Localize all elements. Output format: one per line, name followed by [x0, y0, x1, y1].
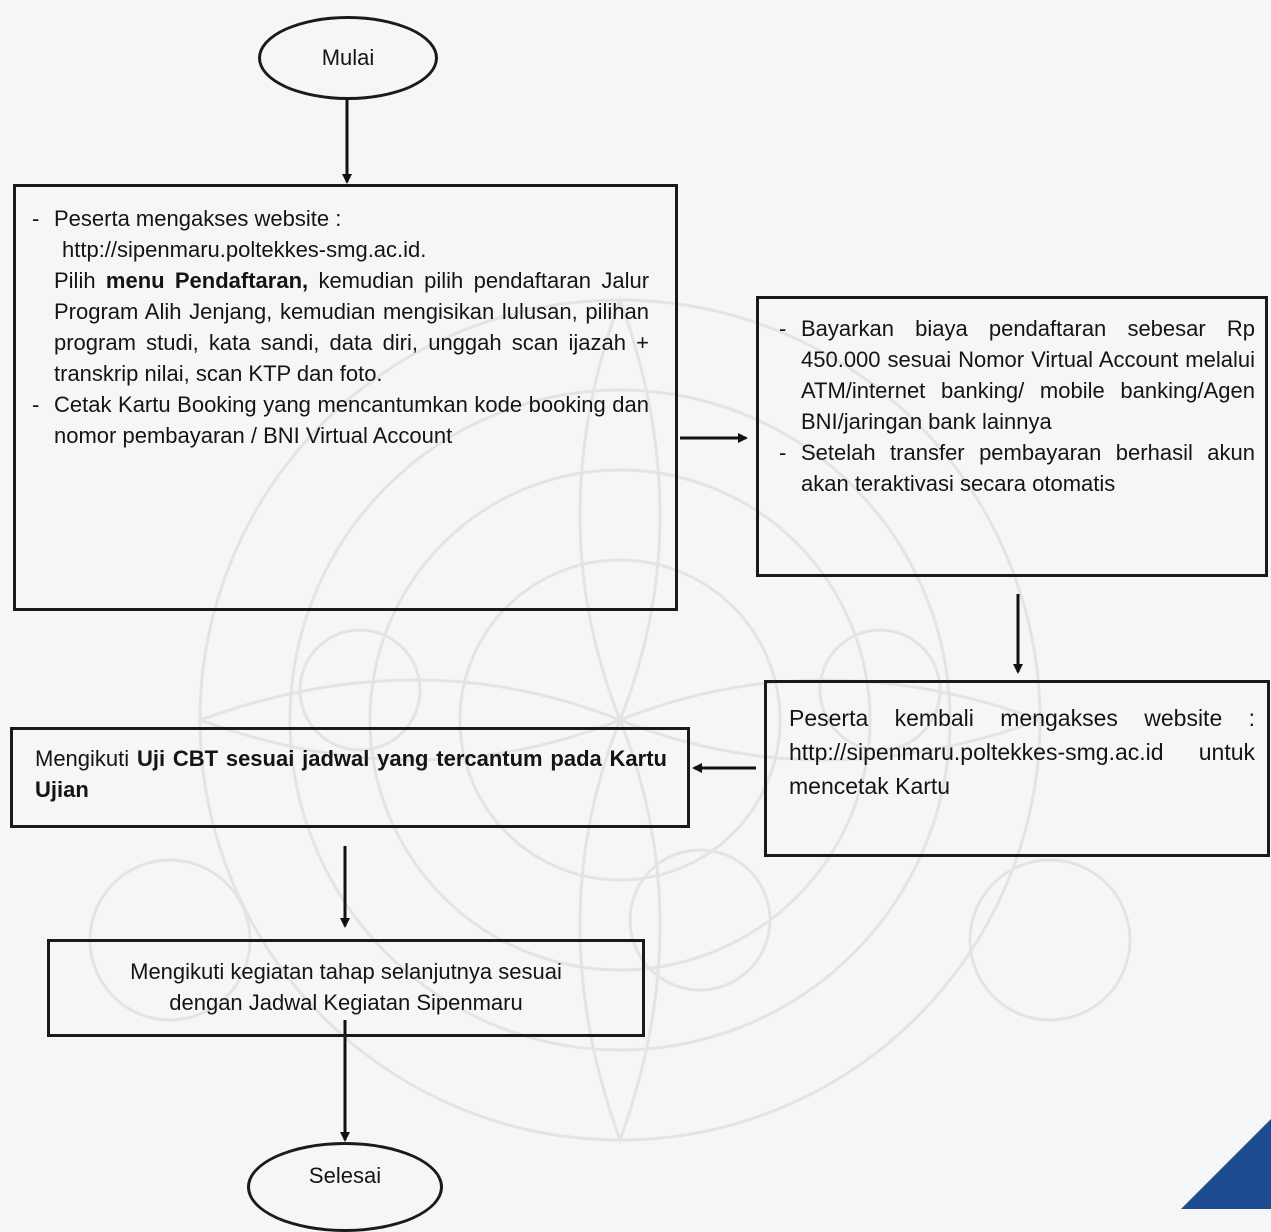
step-register-bullet2: Cetak Kartu Booking yang mencantumkan ko…: [54, 392, 649, 448]
step-cbt-bold: Uji CBT sesuai jadwal yang tercantum pad…: [35, 746, 667, 802]
step-register-pre: Pilih: [54, 268, 106, 293]
step-payment-bullet1: Bayarkan biaya pendaftaran sebesar Rp 45…: [801, 316, 1255, 434]
step-payment-box: -Bayarkan biaya pendaftaran sebesar Rp 4…: [756, 296, 1268, 577]
step-next-activity-line2: dengan Jadwal Kegiatan Sipenmaru: [169, 990, 523, 1015]
step-cbt-box: Mengikuti Uji CBT sesuai jadwal yang ter…: [10, 727, 690, 828]
step-register-rest: kemudian pilih pendaftaran Jalur Program…: [54, 268, 650, 386]
step-next-activity-box: Mengikuti kegiatan tahap selanjutnya ses…: [47, 939, 645, 1037]
step-register-url: http://sipenmaru.poltekkes-smg.ac.id.: [62, 237, 427, 262]
end-terminal: Selesai: [247, 1142, 443, 1232]
step-print-card-text: Peserta kembali mengakses website : http…: [789, 705, 1255, 799]
step-register-line1: Peserta mengakses website :: [54, 206, 342, 231]
start-label: Mulai: [321, 45, 375, 70]
step-print-card-box: Peserta kembali mengakses website : http…: [764, 680, 1270, 857]
step-payment-bullet2: Setelah transfer pembayaran berhasil aku…: [801, 440, 1255, 496]
step-register-box: -Peserta mengakses website : http://sipe…: [13, 184, 678, 611]
corner-decoration: [1181, 1119, 1271, 1209]
step-register-bold: menu Pendaftaran,: [105, 268, 309, 293]
end-label: Selesai: [308, 1163, 382, 1188]
step-next-activity-line1: Mengikuti kegiatan tahap selanjutnya ses…: [130, 959, 562, 984]
start-terminal: Mulai: [258, 16, 438, 100]
step-cbt-pre: Mengikuti: [35, 746, 137, 771]
